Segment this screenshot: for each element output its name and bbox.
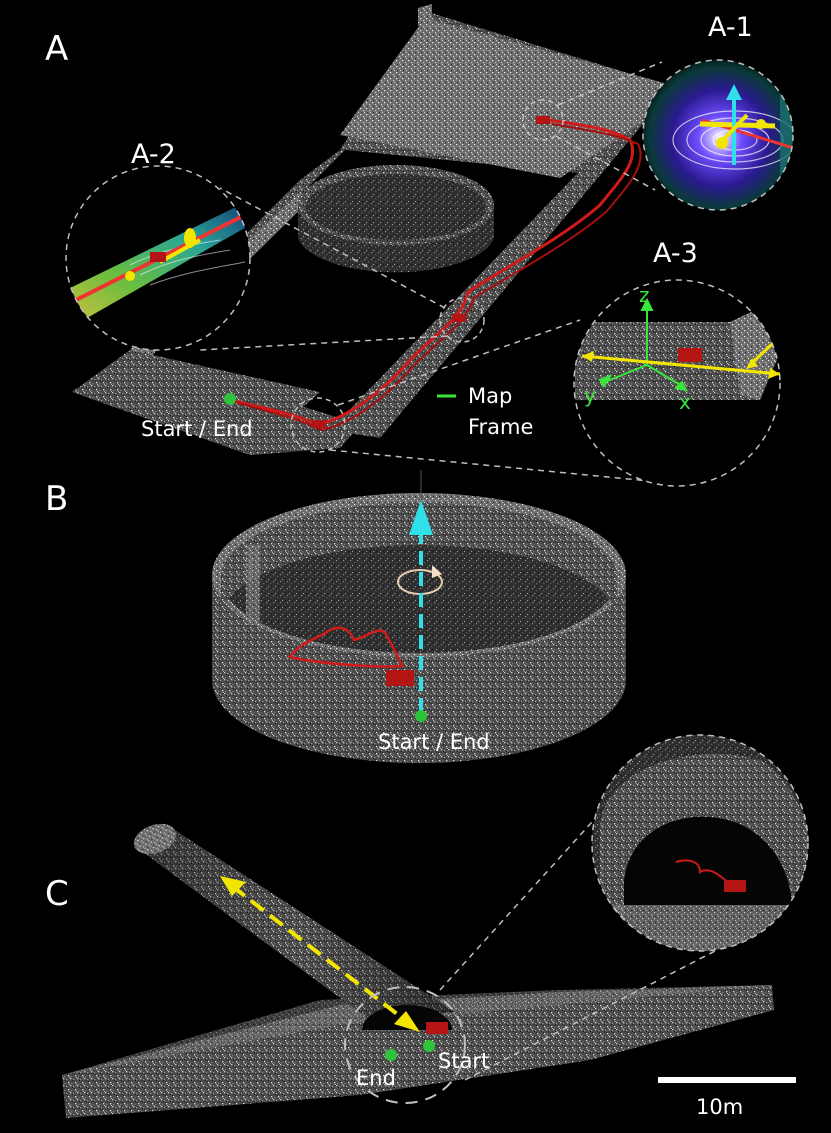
start-end-label-b: Start / End (378, 730, 490, 754)
ground-strip (62, 985, 774, 1118)
axis-label-z: z (639, 283, 650, 307)
callout-lines-a (199, 61, 681, 485)
map-frame-label-line1: Map (468, 384, 512, 408)
trajectory-a-return (234, 123, 642, 432)
axis-label-y: y (584, 383, 596, 407)
inset-a3: z y x (573, 279, 781, 487)
start-end-label-a: Start / End (141, 417, 253, 441)
panel-label-a1: A-1 (708, 12, 753, 43)
end-marker-c (385, 1049, 397, 1061)
tank-a (298, 165, 494, 273)
panel-label-a3: A-3 (653, 238, 698, 269)
panel-b-scene (212, 470, 626, 763)
robot-c (426, 1022, 448, 1034)
tank-b-inner-seam (246, 545, 260, 625)
panel-label-b: B (45, 479, 68, 519)
robot-a-top (536, 116, 550, 124)
inset-a2 (65, 165, 251, 351)
roof-tab (418, 4, 432, 26)
yellow-tunnel-arrow (230, 884, 412, 1026)
inset-c (591, 734, 809, 952)
zoom-circle-a3-source (290, 397, 346, 453)
zoom-circle-c-source (344, 986, 466, 1104)
panel-c-scene (62, 779, 774, 1118)
a3-yellow-double-arrow (581, 354, 781, 376)
roof-slab (340, 18, 690, 178)
start-end-marker-b (415, 710, 427, 722)
map-frame-label-line2: Frame (468, 415, 533, 439)
cyan-arrow-head (409, 500, 433, 535)
start-end-marker-a (224, 393, 236, 405)
map-frame-axes (598, 297, 688, 392)
axis-label-x: x (679, 390, 691, 414)
panel-label-a2: A-2 (131, 139, 176, 170)
corridor-bottom-floor (78, 350, 320, 445)
panel-label-c: C (45, 874, 69, 914)
robot-b (386, 670, 414, 686)
panel-a-scene (72, 4, 690, 485)
zoom-circle-a1-source (522, 99, 564, 141)
start-marker-c (423, 1040, 435, 1052)
zoom-circle-a2-source (439, 297, 485, 343)
start-label-c: Start (438, 1049, 489, 1073)
inset-a1 (642, 59, 794, 211)
robot-a-start (312, 420, 326, 428)
trajectory-b (287, 626, 404, 668)
robot-a-mid (452, 314, 466, 322)
tank-b-inner-wall (221, 503, 617, 620)
end-label-c: End (356, 1066, 396, 1090)
tunnel-tube (133, 823, 455, 1030)
scale-bar (658, 1077, 796, 1083)
panel-label-a: A (45, 29, 68, 69)
scale-bar-label: 10m (696, 1095, 743, 1119)
